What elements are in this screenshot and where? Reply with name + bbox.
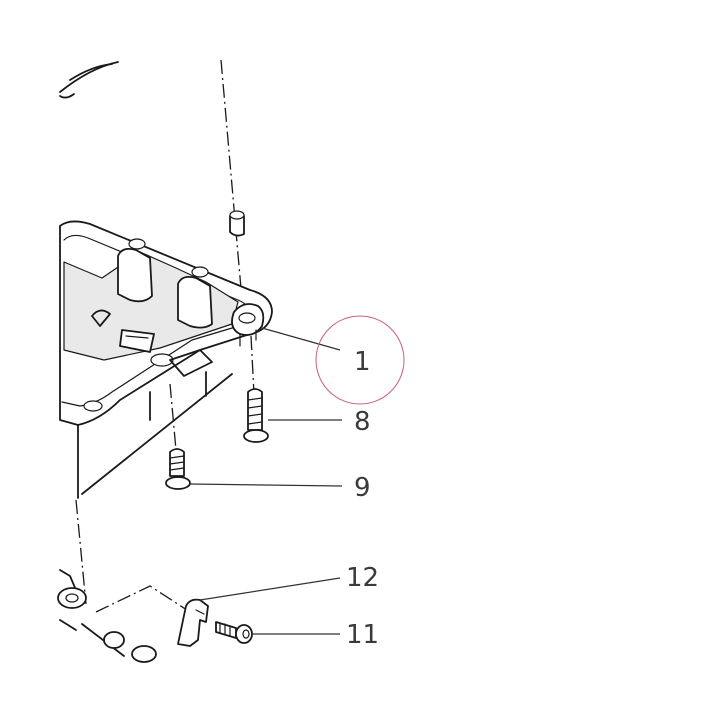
retaining-bracket bbox=[177, 598, 209, 647]
gasket-frame bbox=[169, 303, 265, 377]
highlight-circle bbox=[315, 315, 405, 405]
callout-1: 1 bbox=[354, 347, 371, 377]
callout-8: 8 bbox=[354, 407, 371, 437]
housing-body bbox=[59, 220, 273, 499]
leader-9 bbox=[189, 483, 343, 487]
callout-11: 11 bbox=[346, 620, 379, 650]
bolt-9 bbox=[165, 448, 191, 490]
lower-fittings bbox=[57, 569, 191, 663]
callout-12: 12 bbox=[346, 563, 379, 593]
bolt-9-axis bbox=[169, 383, 177, 451]
socket-screw-11 bbox=[215, 621, 253, 644]
leader-1 bbox=[261, 327, 341, 351]
upper-housing-fragment bbox=[59, 61, 119, 99]
callout-9: 9 bbox=[354, 473, 371, 503]
bolt-8-axis bbox=[250, 335, 255, 395]
assembly-axis-top bbox=[220, 59, 243, 301]
leader-12 bbox=[199, 577, 341, 601]
dowel-sleeve bbox=[229, 210, 245, 237]
lower-left-axis bbox=[75, 499, 87, 605]
bolt-8 bbox=[243, 388, 269, 443]
